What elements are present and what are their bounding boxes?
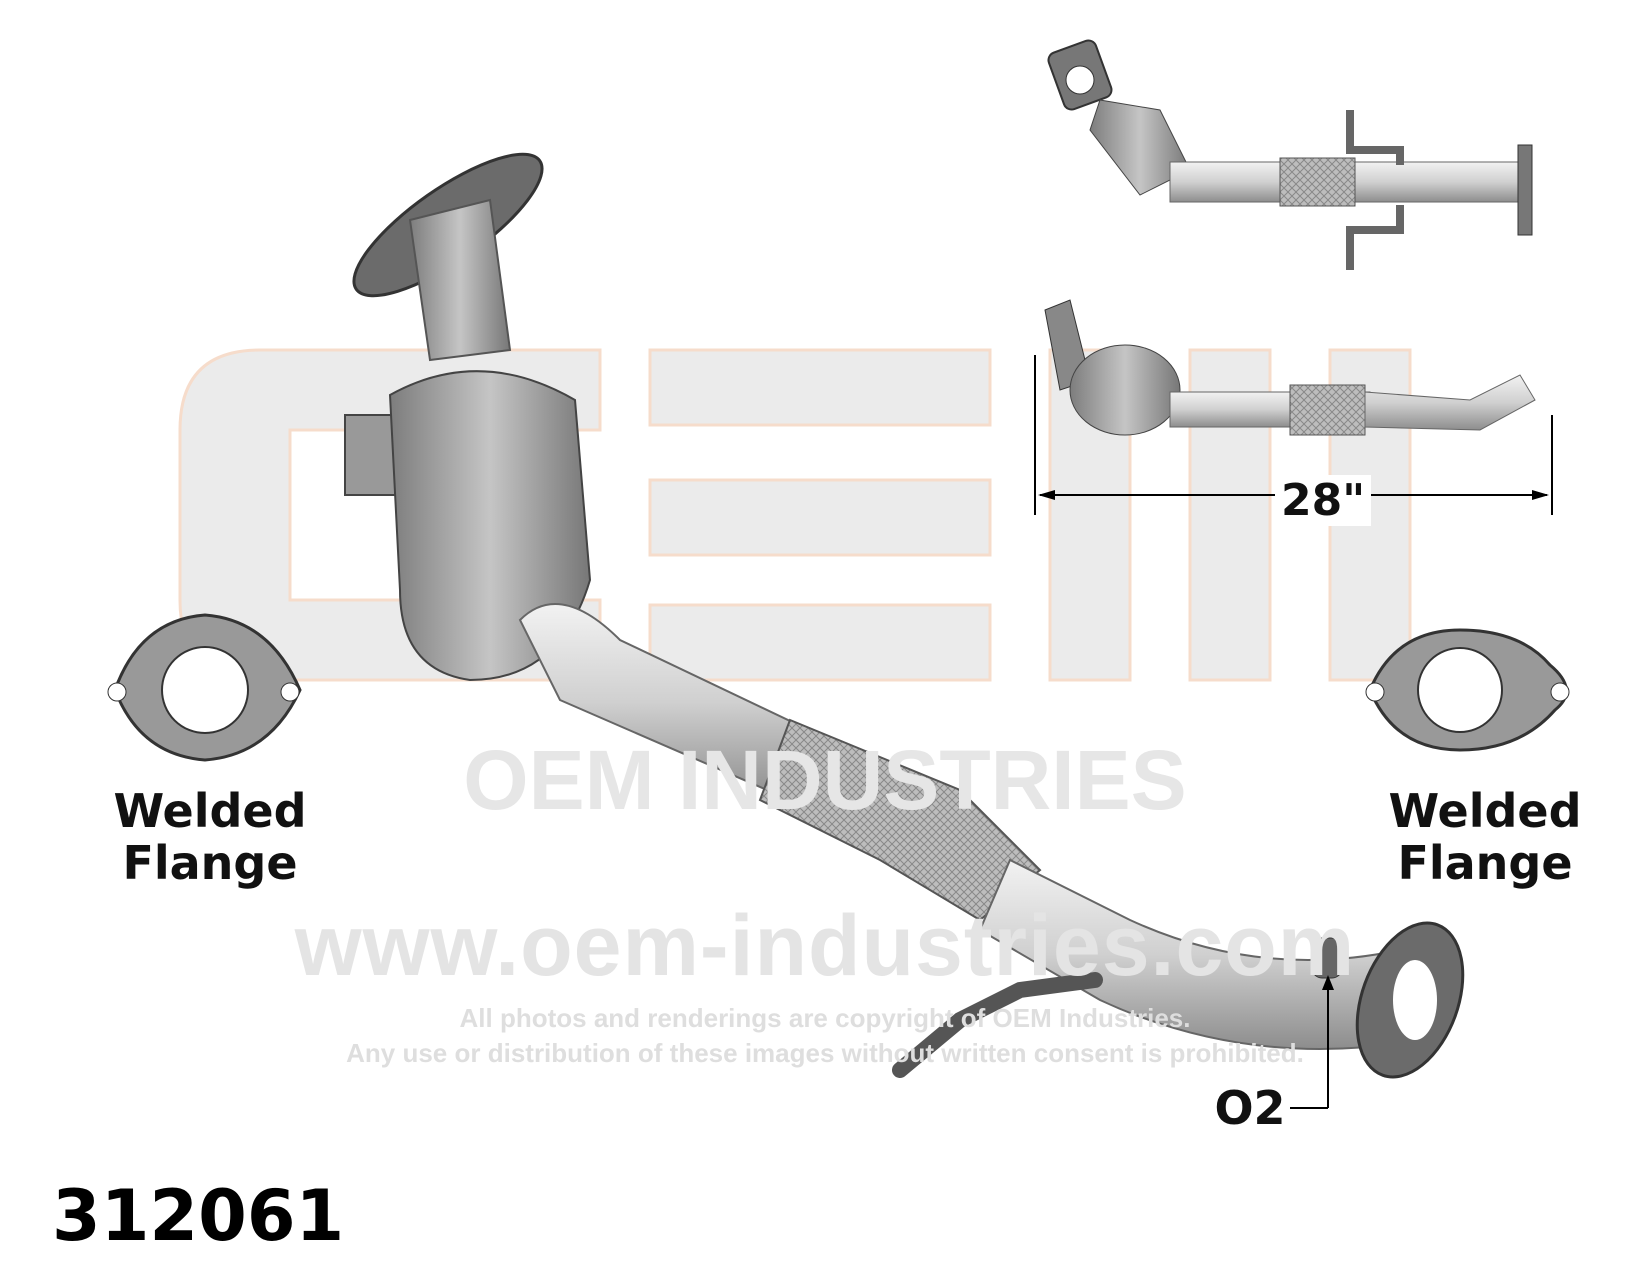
right-flange-label: Welded Flange — [1370, 785, 1600, 889]
label-line: Welded — [1388, 784, 1582, 838]
watermark-copyright-line2: Any use or distribution of these images … — [346, 1038, 1304, 1068]
logo-watermark-text: OEM INDUSTRIES — [463, 733, 1187, 827]
right-flange-gasket — [1365, 628, 1570, 752]
o2-sensor-label: O2 — [1214, 1081, 1286, 1135]
left-flange-gasket — [107, 613, 302, 762]
watermark-copyright-line1: All photos and renderings are copyright … — [459, 1003, 1191, 1033]
length-dimension: 28" — [1275, 475, 1372, 526]
top-view-thumbnail — [1047, 39, 1533, 270]
part-number: 312061 — [52, 1175, 345, 1257]
watermark-url: www.oem-industries.com — [294, 898, 1356, 994]
left-flange-label: Welded Flange — [95, 785, 325, 889]
label-line: Flange — [1397, 836, 1573, 890]
label-line: Welded — [113, 784, 307, 838]
label-line: Flange — [122, 836, 298, 890]
main-exhaust-pipe — [344, 152, 1465, 1109]
